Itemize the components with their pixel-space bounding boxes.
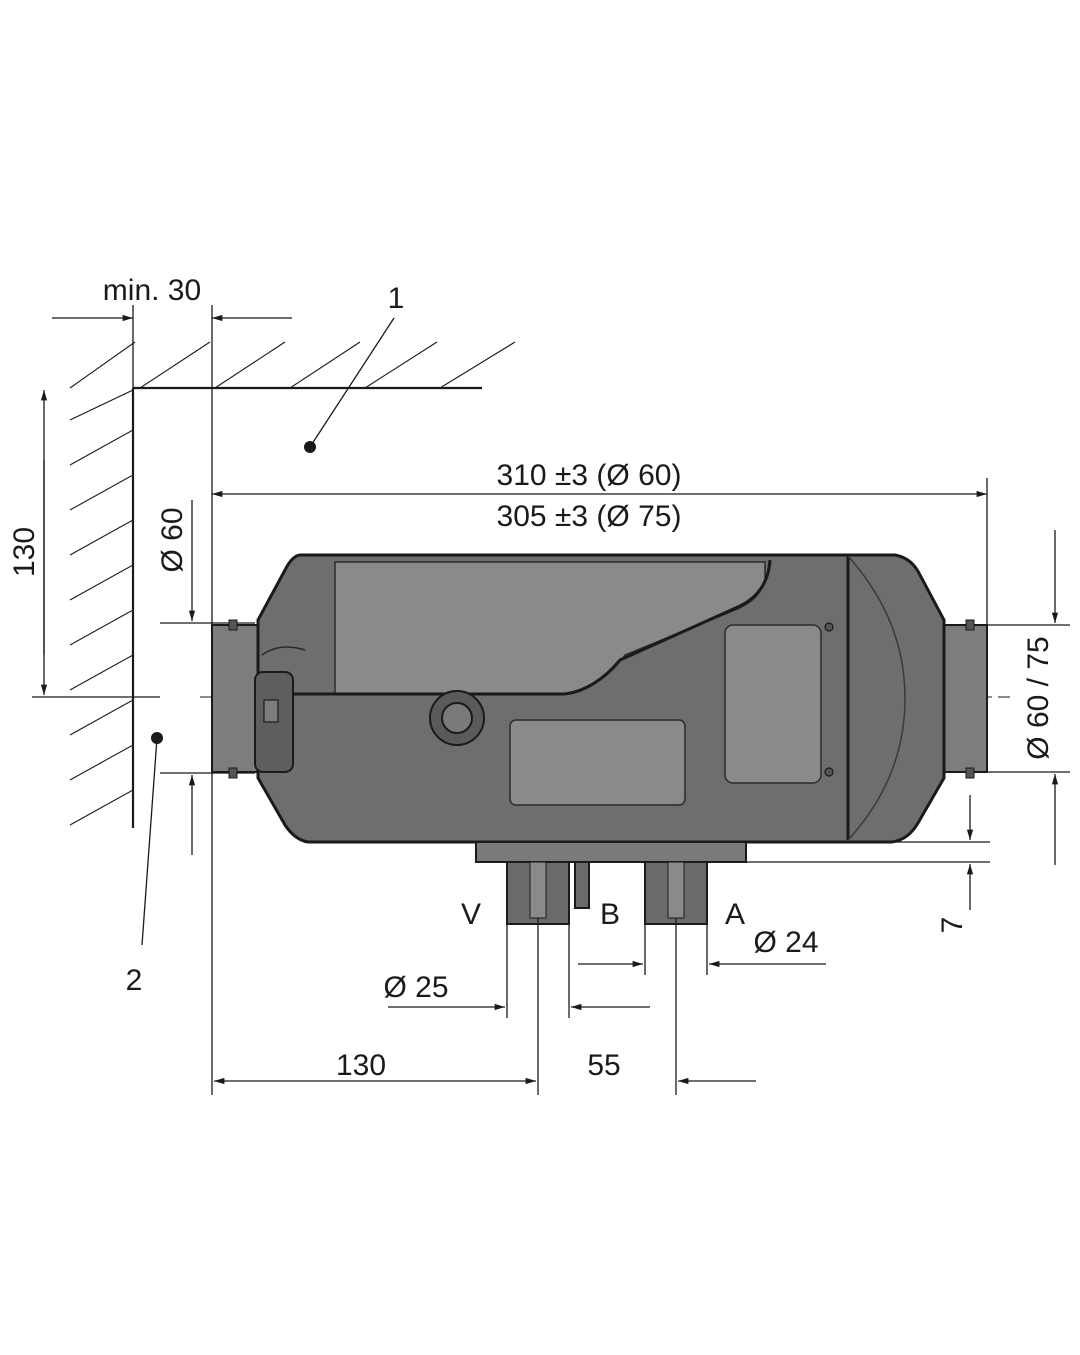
svg-text:7: 7 [936, 917, 969, 934]
callout-2: 2 [126, 732, 163, 997]
dist-55-label: 55 [587, 1049, 620, 1082]
min-clearance-label: min. 30 [103, 274, 201, 307]
callout-1: 1 [304, 282, 404, 453]
port-v-label: V [461, 898, 481, 931]
bottom-dimensions: 130 55 [214, 918, 756, 1095]
dia-25-dimension: Ø 25 [383, 924, 650, 1018]
wall-hatching [69, 389, 134, 826]
ceiling-hatching [69, 341, 516, 389]
outlet-diameter-dimension: Ø 60 / 75 [987, 530, 1070, 865]
base-plate [475, 841, 747, 863]
port-b-label: B [600, 898, 620, 931]
svg-text:2: 2 [126, 964, 143, 997]
heater-unit [211, 553, 988, 925]
height-dimension-left: 130 [8, 390, 160, 698]
svg-text:Ø 24: Ø 24 [753, 926, 818, 959]
svg-text:Ø 25: Ø 25 [383, 971, 448, 1004]
mounting-surfaces [69, 341, 516, 828]
port-a-label: A [725, 898, 745, 931]
svg-text:Ø 60: Ø 60 [156, 507, 189, 572]
dia-24-dimension: Ø 24 [578, 924, 826, 975]
side-panel [724, 624, 822, 784]
outlet-pipe [942, 624, 988, 773]
lower-panel [509, 719, 686, 806]
length-label-75: 305 ±3 (Ø 75) [497, 500, 682, 533]
inlet-pipe [211, 624, 261, 773]
svg-text:Ø 60 / 75: Ø 60 / 75 [1022, 636, 1055, 759]
offset-dimension: 7 [746, 795, 990, 933]
inlet-diameter-dimension: Ø 60 [156, 500, 255, 855]
svg-text:130: 130 [8, 527, 41, 577]
overall-length-dimension: 310 ±3 (Ø 60) 305 ±3 (Ø 75) [212, 459, 988, 625]
fuel-stub [574, 861, 590, 909]
length-label-60: 310 ±3 (Ø 60) [497, 459, 682, 492]
dist-130-label: 130 [336, 1049, 386, 1082]
svg-text:1: 1 [388, 282, 405, 315]
